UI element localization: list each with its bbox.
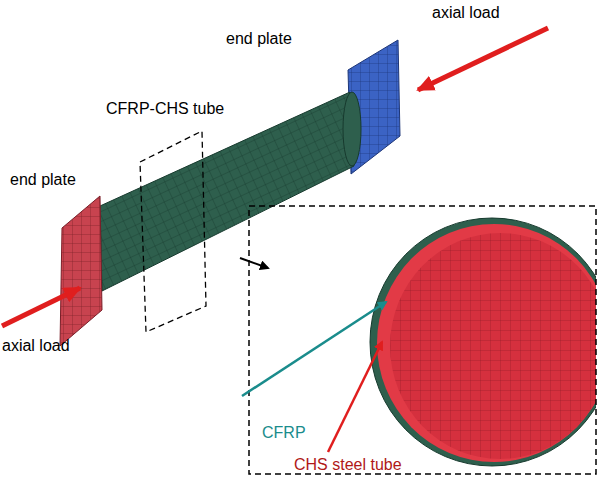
material-label: CHS steel tube (294, 456, 402, 474)
part-label: end plate (226, 30, 292, 48)
load-label: axial load (432, 4, 500, 22)
part-label: CFRP-CHS tube (106, 100, 224, 118)
part-label: end plate (10, 171, 76, 189)
load-label: axial load (2, 337, 70, 355)
material-label: CFRP (262, 424, 306, 442)
